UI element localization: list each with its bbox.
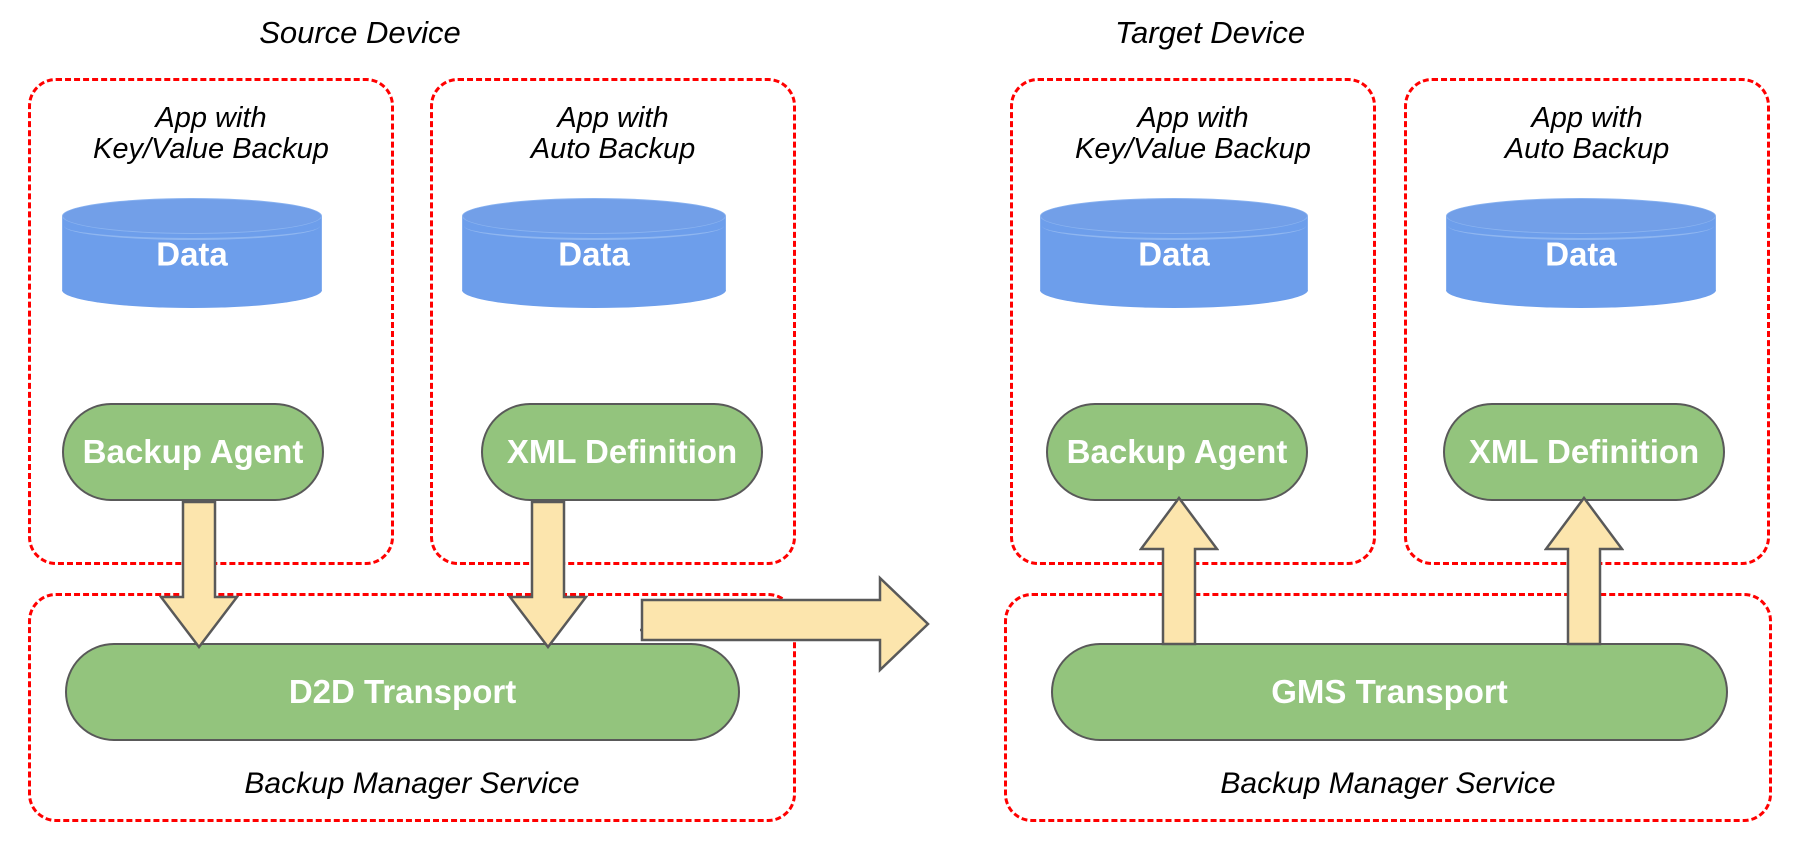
arrow-up-gms-to-backup-agent <box>1139 496 1219 646</box>
target-xml-definition-label: XML Definition <box>1468 433 1700 470</box>
target-app-keyvalue-data-cylinder: Data <box>1040 198 1308 308</box>
target-app-keyvalue-label: App with Key/Value Backup <box>1075 102 1311 166</box>
cylinder-label: Data <box>156 235 228 273</box>
gms-transport-label: GMS Transport <box>1271 673 1508 710</box>
arrow-up-gms-to-xml-definition <box>1544 496 1624 646</box>
cylinder-rim <box>1448 212 1714 240</box>
cylinder-rim <box>464 212 724 240</box>
arrow-down-xml-definition-to-d2d <box>508 501 588 649</box>
cylinder-label: Data <box>1138 235 1210 273</box>
source-app-keyvalue-data-cylinder: Data <box>62 198 322 308</box>
source-app-keyvalue-label: App with Key/Value Backup <box>93 102 329 166</box>
arrow-down-backup-agent-to-d2d <box>159 501 239 649</box>
target-backup-agent-label: Backup Agent <box>1066 433 1288 470</box>
source-backup-manager-service-boundary: Backup Manager Service <box>28 593 796 822</box>
source-backup-agent-pill[interactable]: Backup Agent <box>62 403 324 501</box>
cylinder-rim <box>1042 212 1306 240</box>
gms-transport-pill[interactable]: GMS Transport <box>1051 643 1728 741</box>
source-backup-agent-label: Backup Agent <box>82 433 304 470</box>
target-app-autobackup-data-cylinder: Data <box>1446 198 1716 308</box>
target-backup-manager-service-label: Backup Manager Service <box>1220 767 1556 800</box>
source-app-autobackup-data-cylinder: Data <box>462 198 726 308</box>
target-app-autobackup-label: App with Auto Backup <box>1504 102 1670 166</box>
cylinder-label: Data <box>1545 235 1617 273</box>
cylinder-label: Data <box>558 235 630 273</box>
source-backup-manager-service-label: Backup Manager Service <box>244 767 580 800</box>
d2d-transport-pill[interactable]: D2D Transport <box>65 643 740 741</box>
source-device-title: Source Device <box>259 15 461 50</box>
target-xml-definition-pill[interactable]: XML Definition <box>1443 403 1725 501</box>
source-xml-definition-label: XML Definition <box>506 433 738 470</box>
target-backup-manager-service-boundary: Backup Manager Service <box>1004 593 1772 822</box>
target-device-title: Target Device <box>1114 15 1306 50</box>
source-app-autobackup-label: App with Auto Backup <box>530 102 696 166</box>
cylinder-rim <box>64 212 320 240</box>
d2d-transport-label: D2D Transport <box>288 673 517 710</box>
source-app-autobackup-boundary: App with Auto Backup <box>430 78 796 565</box>
arrow-right-d2d-to-gms <box>640 566 930 682</box>
target-backup-agent-pill[interactable]: Backup Agent <box>1046 403 1308 501</box>
source-xml-definition-pill[interactable]: XML Definition <box>481 403 763 501</box>
